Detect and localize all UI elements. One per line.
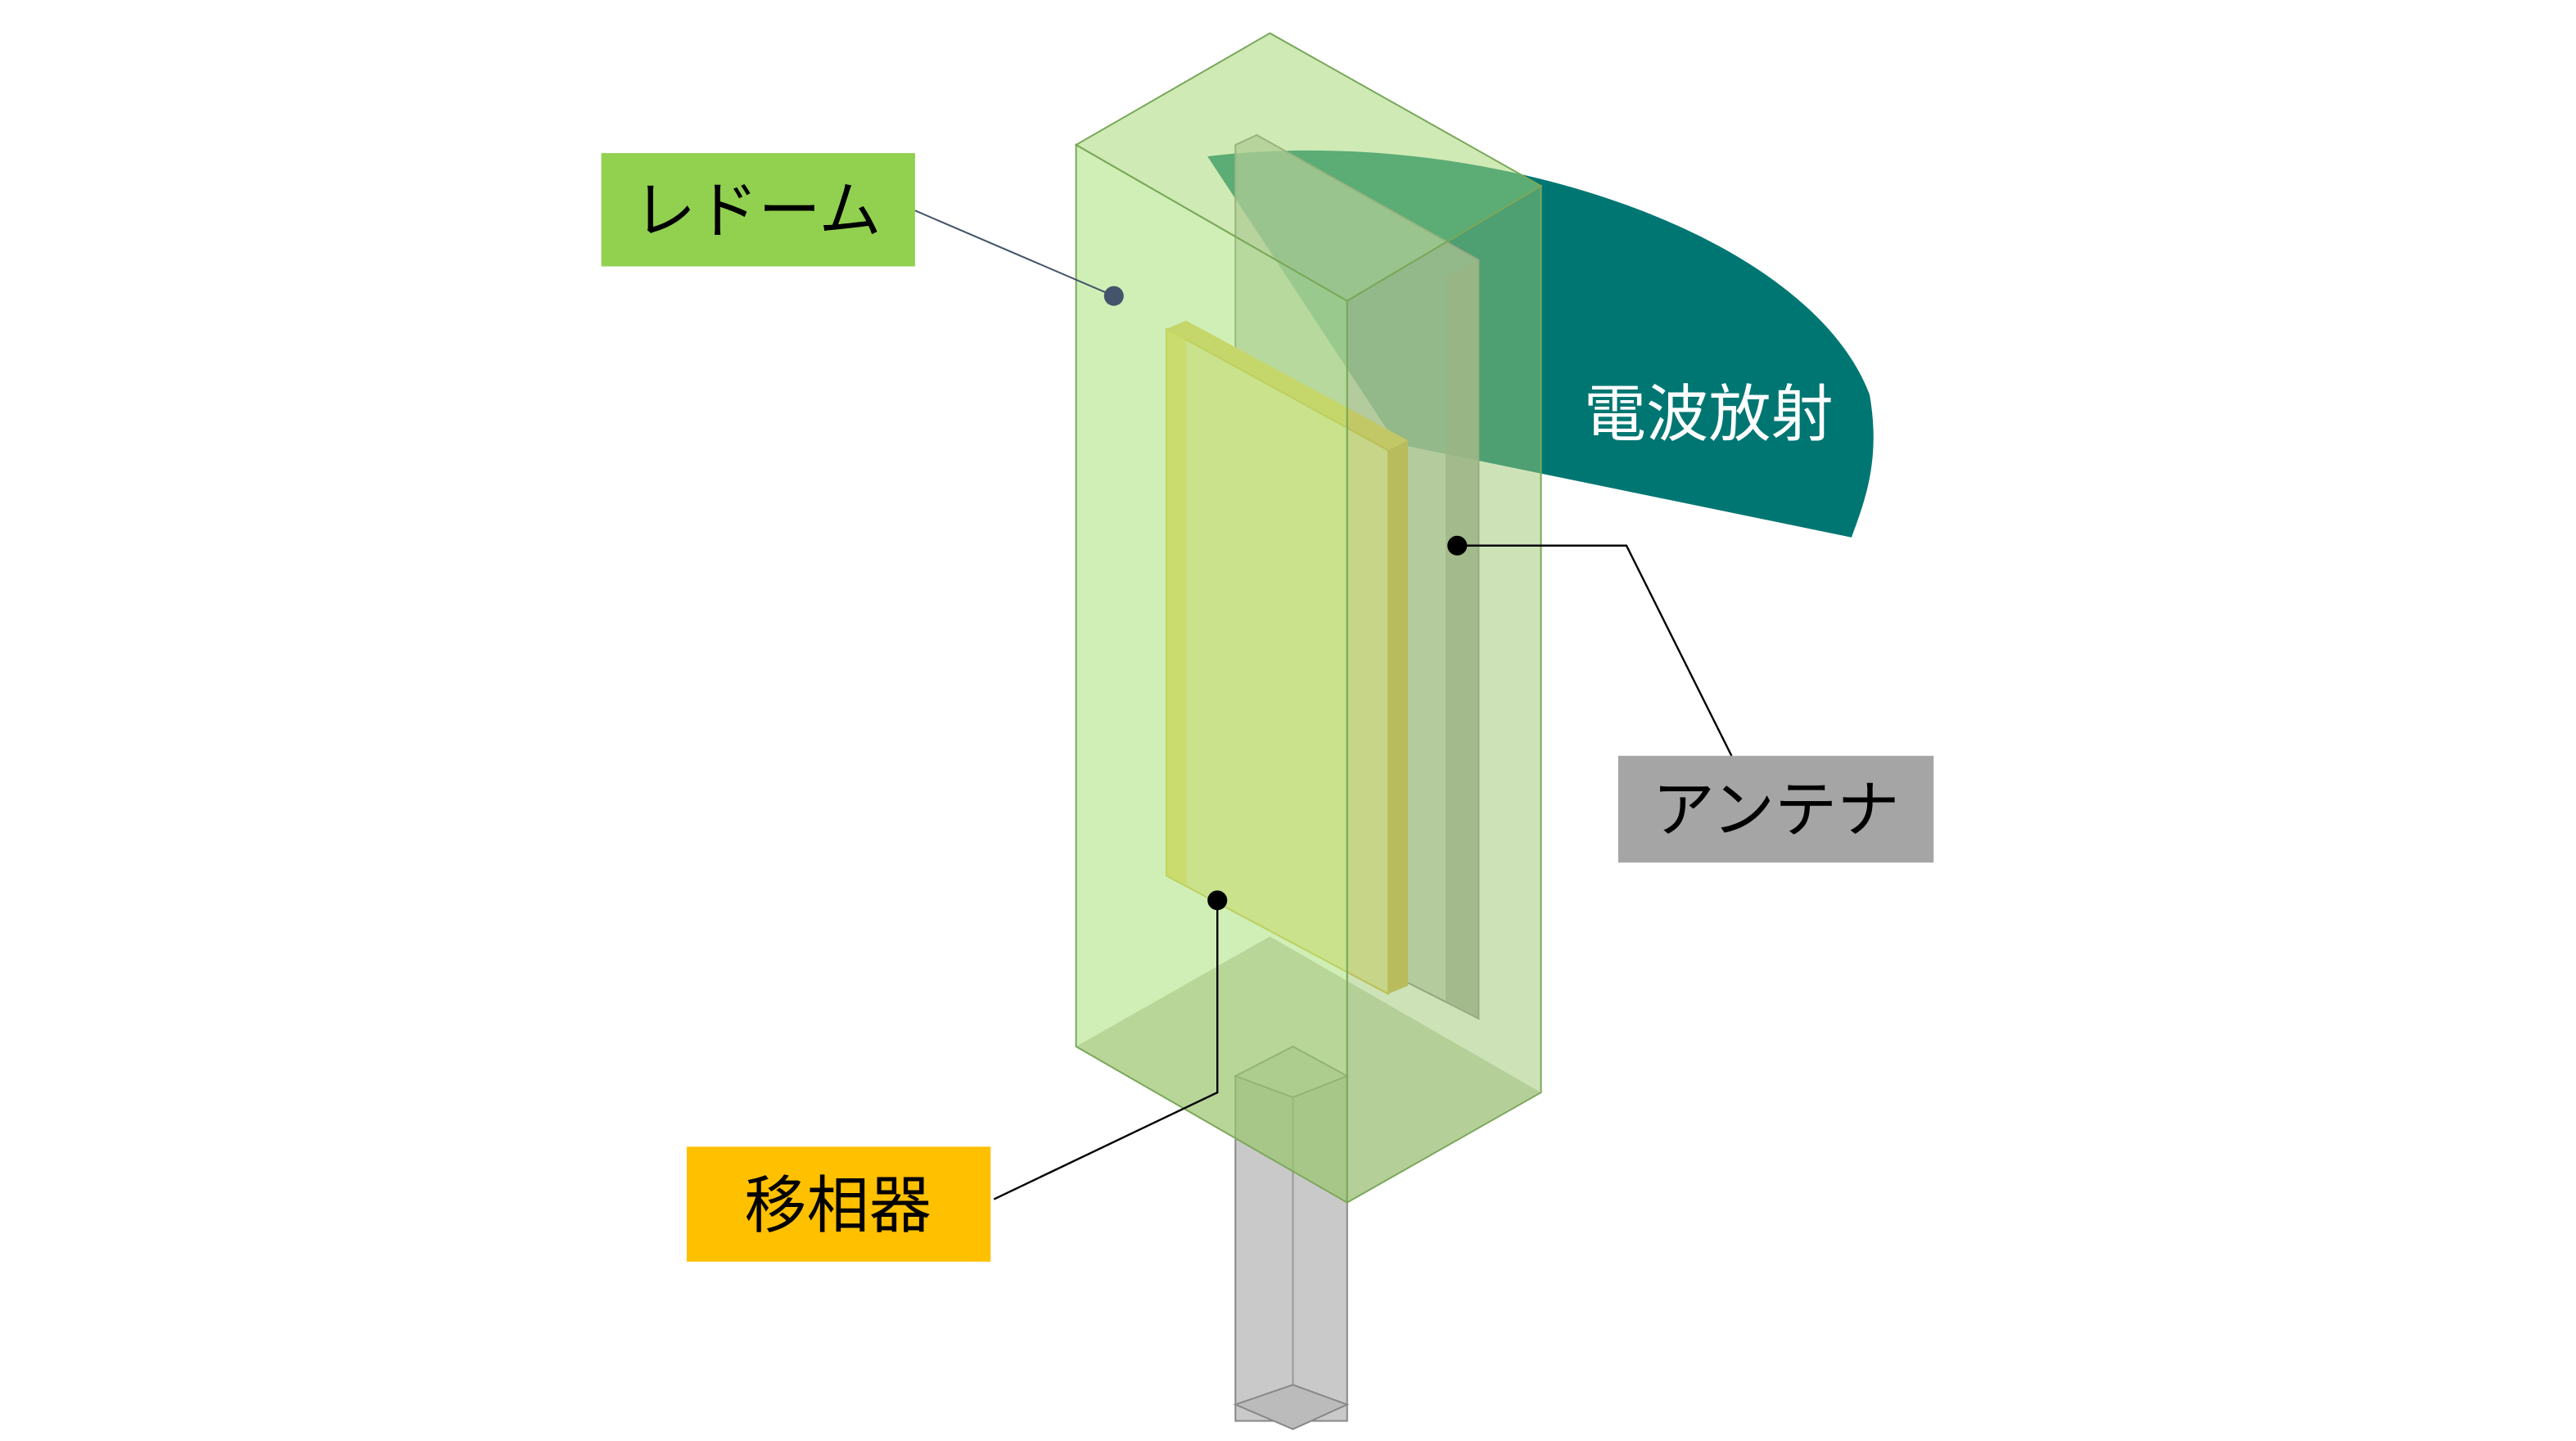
phase-shifter-leader [993,900,1219,1200]
antenna-leader [1457,544,1733,757]
radome [1074,32,1543,1205]
phase-shifter-dot [1207,890,1228,911]
antenna-dot [1447,535,1468,556]
radome-leader [914,209,1115,297]
radiation-label: 電波放射 [1584,377,1834,450]
radome-label: レドーム [634,173,882,246]
antenna-label-box: アンテナ [1617,755,1934,863]
phase-shifter-label-box: 移相器 [686,1146,991,1262]
antenna-label: アンテナ [1653,773,1900,846]
radome-label-box: レドーム [601,153,915,267]
radome-dot [1103,286,1124,306]
phase-shifter-label: 移相器 [744,1169,932,1242]
